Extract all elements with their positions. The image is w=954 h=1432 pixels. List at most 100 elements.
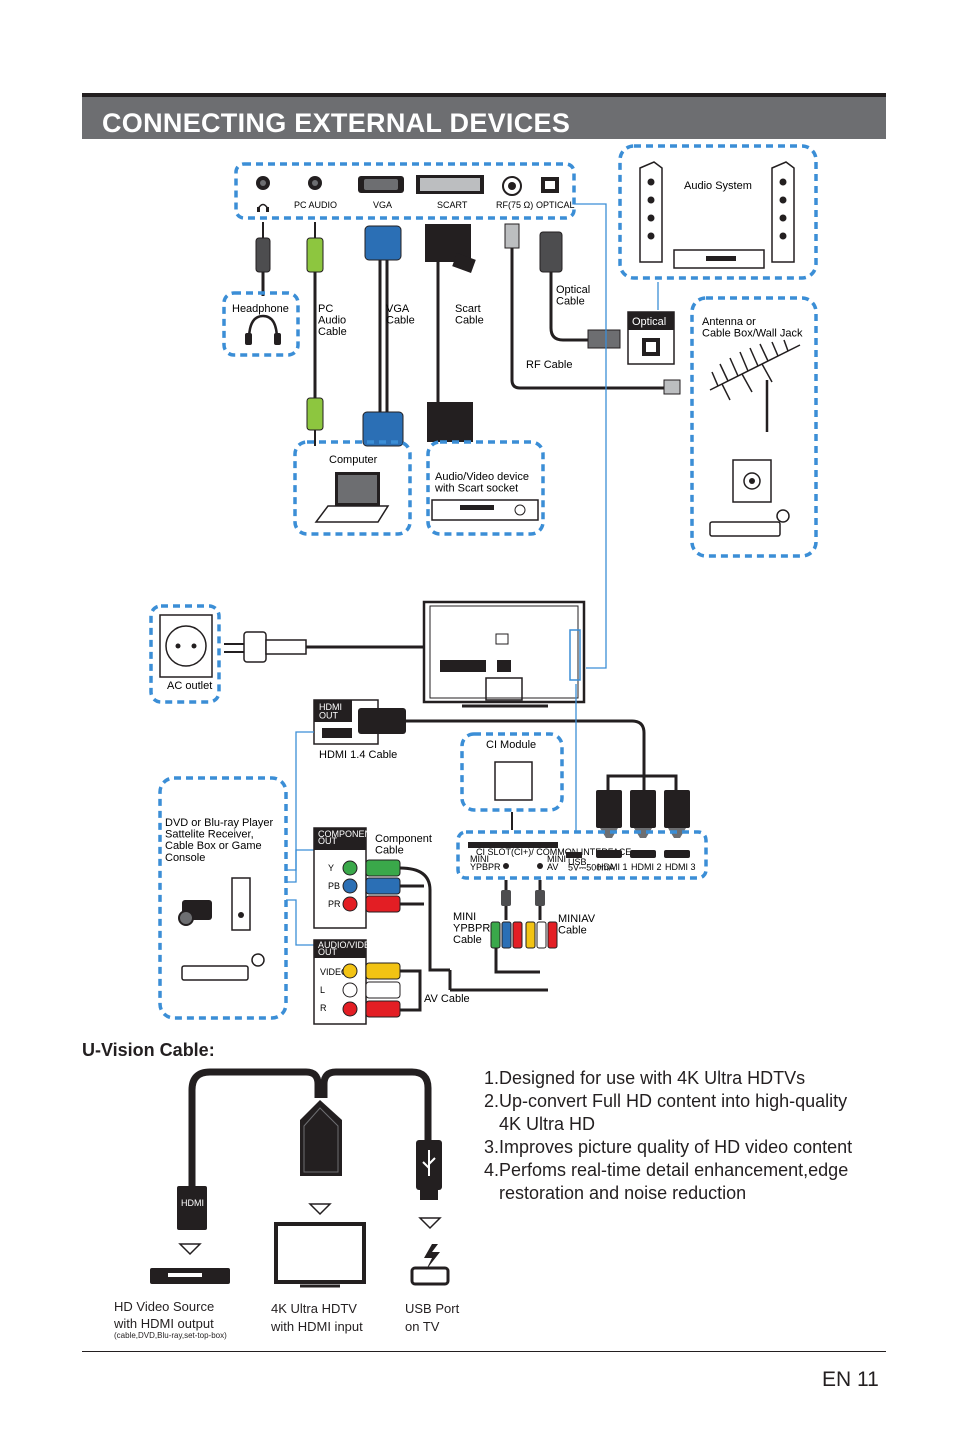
uvision-processor-icon: [300, 1100, 342, 1176]
headphone-small-icon: [257, 203, 269, 212]
ac-outlet-box: [149, 604, 221, 704]
audio-system-box: [618, 144, 818, 280]
feature-item: restoration and noise reduction: [484, 1183, 747, 1203]
rear-to-tv-line: [574, 203, 607, 669]
device-label: Computer: [329, 454, 378, 466]
tv-rear-icon: [422, 600, 586, 708]
rear-panel-box: [234, 162, 576, 220]
jack-label: VIDEO: [320, 967, 348, 977]
uvision-hdmi-plug-icon: [177, 1186, 207, 1230]
page-title: CONNECTING EXTERNAL DEVICES: [102, 108, 571, 138]
side-port-label: HDMI 2: [631, 862, 662, 872]
optical-wire: [549, 272, 590, 342]
ci-slot-bar: [468, 842, 558, 848]
usb-port-label: USB Port on TV: [405, 1301, 460, 1334]
jack-label: L: [320, 985, 325, 995]
cable-label: AV Cable: [424, 993, 470, 1005]
rf-plug: [504, 223, 520, 249]
header-bar: [82, 93, 886, 139]
uvision-title: U-Vision Cable:: [82, 1040, 215, 1060]
mini-av-rca-plugs: [525, 921, 558, 949]
device-label: Audio System: [684, 180, 752, 192]
audio-l-jack-icon: [342, 982, 358, 998]
hdmi1-port-icon: [596, 850, 622, 858]
ac-socket-frame: [159, 614, 213, 678]
mini-ypbpr-rca-plugs: [490, 921, 540, 974]
hdmi-wire: [406, 719, 646, 790]
footer-rule: [82, 1351, 886, 1352]
video-jack-icon: [342, 963, 358, 979]
audio-r-jack-icon: [342, 1001, 358, 1017]
hdmi-plug-text: HDMI: [181, 1198, 204, 1208]
mini-ypbpr-plug: [501, 890, 511, 906]
vga-port-icon: [358, 176, 404, 193]
scart-device-box: [426, 440, 545, 536]
port-label: RF(75 Ω): [496, 200, 533, 210]
ci-slot-label: CI SLOT(CI+)/ COMMON INTERFACE: [476, 847, 631, 857]
jack-label: PR: [328, 899, 341, 909]
speaker-right-icon: [771, 161, 795, 263]
computer-box: [293, 440, 412, 536]
component-wire: [399, 866, 450, 972]
headphone-box: [222, 291, 300, 357]
game-console-icon: [231, 877, 251, 931]
optical-plug: [539, 231, 563, 273]
down-arrow-icon: [178, 1243, 202, 1256]
power-plug-icon: [224, 631, 307, 663]
feature-item: 4.Perfoms real-time detail enhancement,e…: [484, 1160, 849, 1180]
optical-plug-end: [587, 329, 621, 349]
dvd-to-av-line: [286, 899, 314, 946]
dvd-to-component-line: [286, 849, 314, 883]
antenna-icon: [709, 339, 801, 432]
ci-module-box: [460, 732, 564, 812]
hdmi-out-socket: [322, 728, 352, 738]
set-top-box-icon: [181, 953, 265, 981]
headphone-jack-icon: [256, 176, 270, 190]
ci-card-icon: [494, 761, 533, 801]
pc-audio-jack-icon: [308, 176, 322, 190]
y-plug: [365, 859, 401, 877]
hdmi-split-wire: [606, 774, 678, 790]
jack-label: PB: [328, 881, 340, 891]
rf-plug-end: [663, 379, 681, 395]
down-arrow-icon: [418, 1217, 442, 1230]
receiver-icon: [673, 249, 765, 269]
tv-label: 4K Ultra HDTV with HDMI input: [271, 1301, 363, 1334]
uvision-cable-right: [320, 1068, 432, 1140]
feature-item: 4K Ultra HD: [484, 1114, 596, 1134]
device-label: CI Module: [486, 739, 536, 751]
optical-port-icon: [541, 177, 559, 193]
scart-plug-latch: [452, 253, 476, 273]
pb-jack-icon: [342, 878, 358, 894]
headphones-icon: [245, 314, 281, 345]
laptop-icon: [314, 472, 390, 523]
hdmi3-port-icon: [664, 850, 690, 858]
cable-label: HDMI 1.4 Cable: [319, 749, 397, 761]
uvision-usb-plug-icon: [416, 1140, 442, 1200]
port-label: OPTICAL: [536, 200, 575, 210]
wall-jack-icon: [732, 459, 772, 503]
rf-port-icon: [502, 176, 522, 196]
cable-box-icon: [709, 509, 790, 537]
side-panel-box: [456, 830, 708, 880]
port-label: PC AUDIO: [294, 200, 337, 210]
usb-port-tv-icon: [410, 1244, 450, 1286]
port-label: VGA: [373, 200, 392, 210]
speaker-left-icon: [639, 161, 663, 263]
jack-label: Y: [328, 863, 334, 873]
optical-input-label: Optical: [632, 316, 666, 328]
mini-av-plug: [535, 890, 545, 906]
pr-jack-icon: [342, 896, 358, 912]
optical-input-header: [628, 312, 674, 330]
hdmi-out-header: [314, 700, 352, 722]
